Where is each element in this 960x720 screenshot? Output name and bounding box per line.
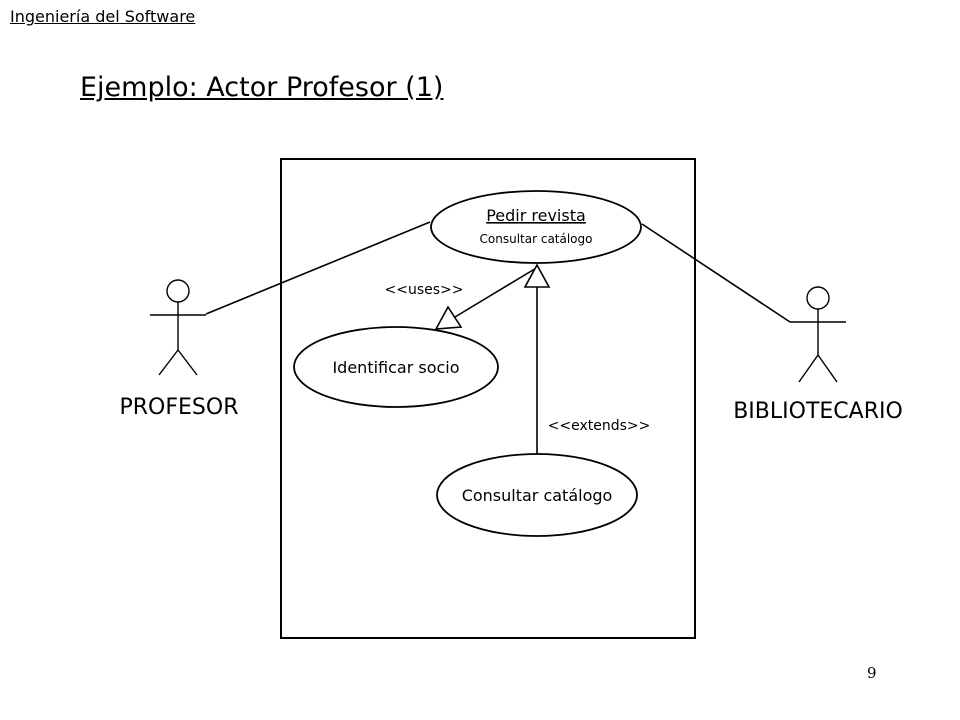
actor-bibliotecario-figure (790, 286, 846, 383)
extends-stereotype-label: <<extends>> (548, 418, 651, 434)
system-boundary (280, 158, 696, 639)
uses-line (454, 266, 539, 318)
profesor-association (205, 221, 431, 315)
uses-arrowhead (434, 305, 463, 330)
use-case-identificar-socio (293, 326, 499, 408)
uses-stereotype-label: <<uses>> (385, 282, 464, 298)
bibliotecario-association (641, 223, 791, 323)
course-title: Ingeniería del Software (10, 7, 196, 26)
use-case-pedir-revista-label: Pedir revista (486, 206, 586, 225)
extends-arrowhead (523, 263, 551, 288)
use-case-consultar-catalogo-label: Consultar catálogo (462, 486, 613, 505)
actor-profesor-label: PROFESOR (120, 395, 239, 420)
actor-profesor-figure (150, 279, 206, 376)
slide-title: Ejemplo: Actor Profesor (1) (80, 72, 444, 103)
actor-bibliotecario-label: BIBLIOTECARIO (733, 399, 903, 424)
use-case-pedir-revista-extension-point: Consultar catálogo (480, 232, 593, 246)
use-case-pedir-revista (430, 190, 642, 264)
use-case-consultar-catalogo (436, 453, 638, 537)
page-number: 9 (867, 664, 877, 682)
use-case-identificar-socio-label: Identificar socio (332, 358, 459, 377)
